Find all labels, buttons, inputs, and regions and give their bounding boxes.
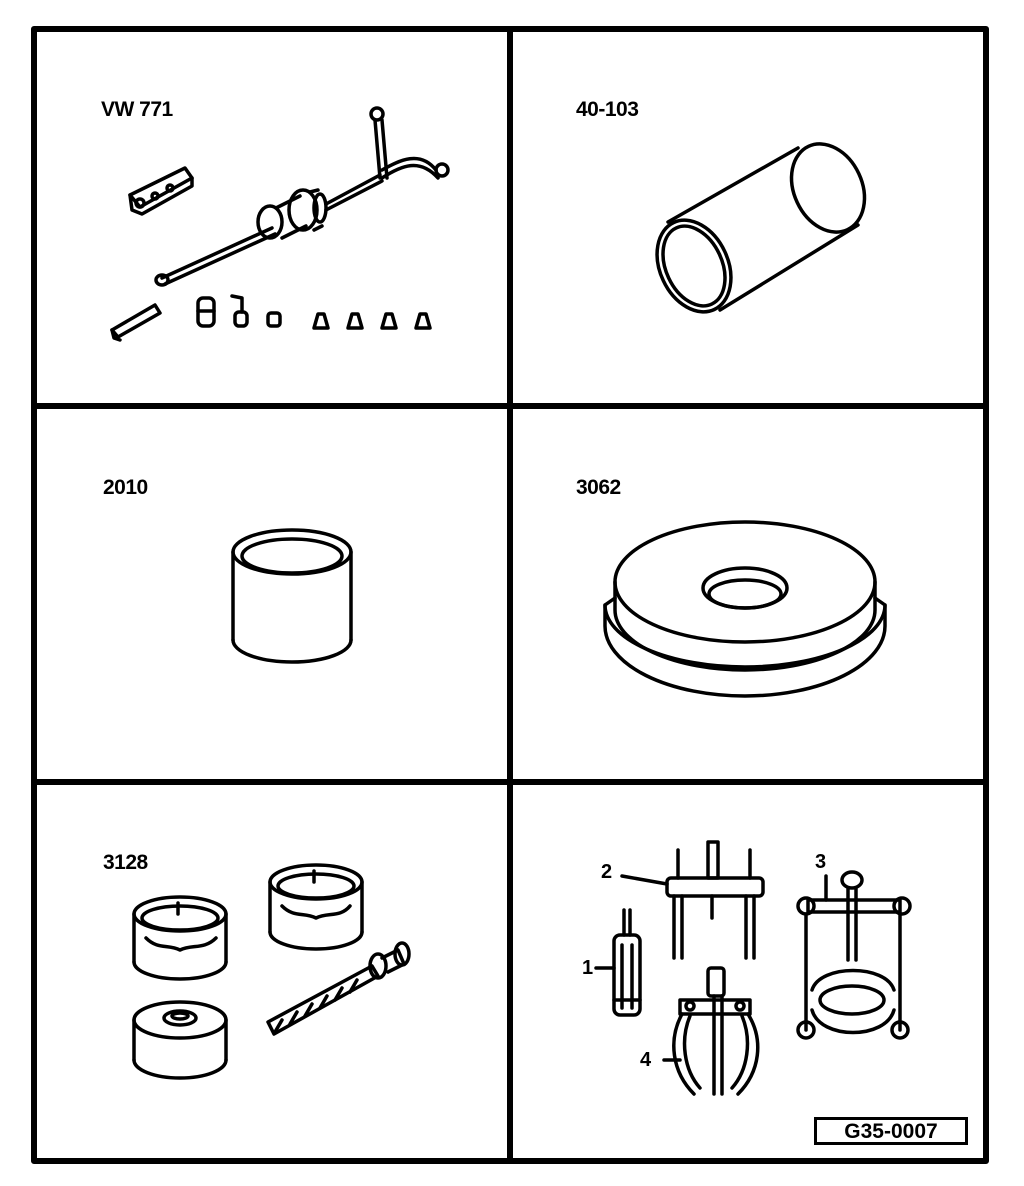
callout-3: 3 bbox=[815, 851, 827, 873]
callout-2: 2 bbox=[601, 861, 613, 883]
tool-number-2010: 2010 bbox=[103, 476, 148, 499]
tool-number-vw-771: VW 771 bbox=[101, 98, 173, 121]
tool-number-40-103: 40-103 bbox=[576, 98, 639, 121]
tool-number-3128: 3128 bbox=[103, 851, 148, 874]
figure-code: G35-0007 bbox=[814, 1117, 968, 1145]
thrust-plate-drawing bbox=[603, 520, 887, 698]
slide-hammer-set-drawing bbox=[110, 106, 450, 342]
sleeve-drawing bbox=[655, 142, 867, 314]
cup-drawing bbox=[231, 528, 353, 664]
puller-set-drawing bbox=[594, 840, 912, 1096]
tool-number-3062: 3062 bbox=[576, 476, 621, 499]
press-tool-set-drawing bbox=[132, 863, 411, 1080]
callout-4: 4 bbox=[640, 1049, 652, 1071]
callout-1: 1 bbox=[582, 957, 594, 979]
